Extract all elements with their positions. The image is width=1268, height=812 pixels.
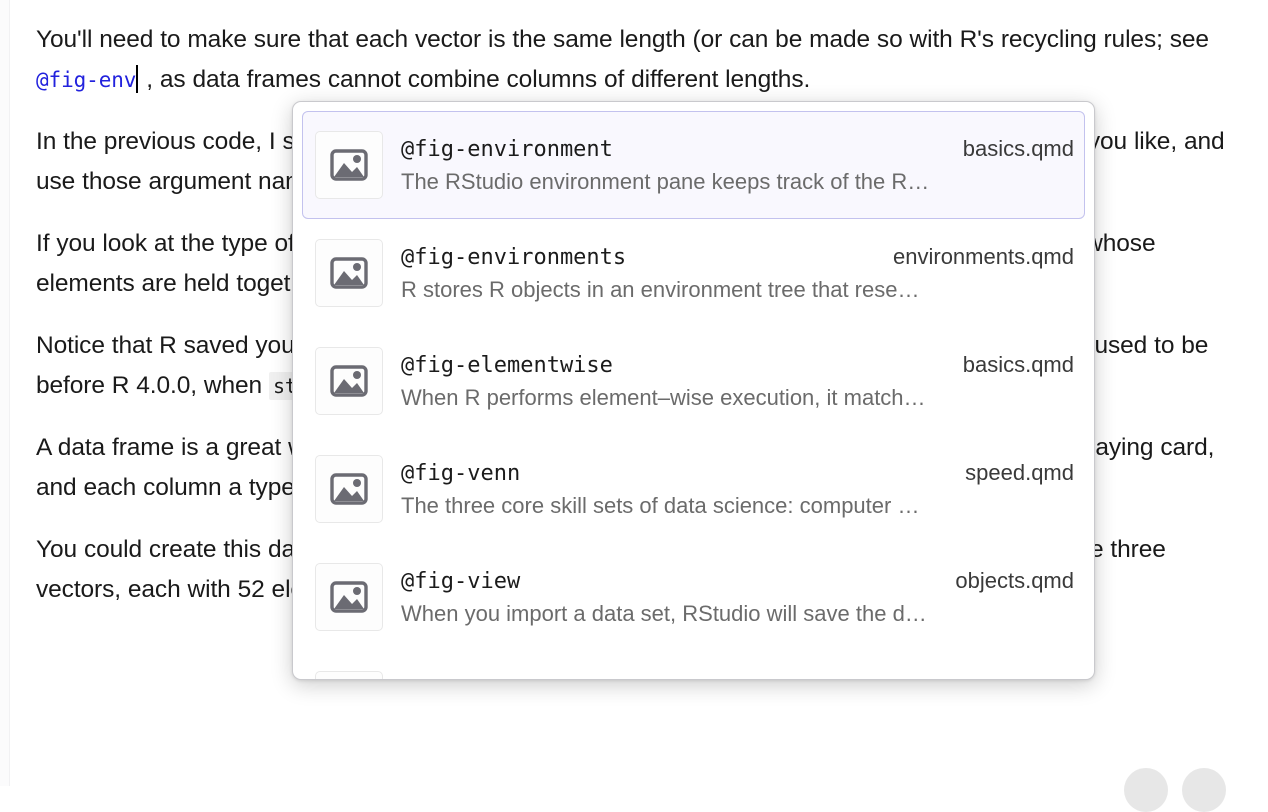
xref-thumbnail <box>315 455 383 523</box>
xref-item-description: The three core skill sets of data scienc… <box>401 492 920 518</box>
xref-thumbnail <box>315 131 383 199</box>
text-cursor <box>136 65 139 93</box>
xref-item-header: @fig-environments environments.qmd <box>401 244 1074 270</box>
cross-reference-token[interactable]: @fig-env <box>36 68 137 92</box>
xref-thumbnail <box>315 563 383 631</box>
xref-item-header: @fig-environment basics.qmd <box>401 136 1074 162</box>
xref-item-id: @fig-environment <box>401 136 613 162</box>
xref-item-id: @fig-venn <box>401 460 521 486</box>
xref-item-file: basics.qmd <box>962 351 1074 377</box>
xref-item-description: The RStudio environment pane keeps track… <box>401 168 930 194</box>
image-placeholder-icon <box>330 473 368 505</box>
xref-item-file: objects.qmd <box>955 567 1074 593</box>
image-placeholder-icon <box>330 257 368 289</box>
xref-item-header: @fig-view objects.qmd <box>401 568 1074 594</box>
paragraph-text: , as data frames cannot combine columns … <box>139 66 811 93</box>
document-surface: You'll need to make sure that each vecto… <box>0 0 1232 812</box>
xref-item-file: speed.qmd <box>965 459 1074 485</box>
xref-item-description: R stores R objects in an environment tre… <box>401 276 920 302</box>
xref-suggestion-item[interactable]: @fig-environments environments.qmd R store… <box>302 219 1085 327</box>
xref-thumbnail <box>315 239 383 307</box>
xref-item-id: @fig-view <box>401 568 521 594</box>
xref-item-id: @fig-environments <box>401 244 627 270</box>
xref-item-description: When you import a data set, RStudio will… <box>401 600 927 626</box>
floating-action-button-left[interactable] <box>1124 768 1168 812</box>
xref-item-header: @fig-elementwise basics.qmd <box>401 352 1074 378</box>
xref-thumbnail <box>315 347 383 415</box>
floating-action-button-right[interactable] <box>1182 768 1226 812</box>
xref-item-id: @fig-elementwise <box>401 352 613 378</box>
paragraph-1[interactable]: You'll need to make sure that each vecto… <box>36 20 1232 100</box>
editor-gutter-rail <box>0 0 10 786</box>
image-placeholder-icon <box>330 149 368 181</box>
xref-item-description: When R performs element–wise execution, … <box>401 384 926 410</box>
image-placeholder-icon <box>330 581 368 613</box>
xref-item-texts: @fig-environments environments.qmd R store… <box>401 244 1074 303</box>
paragraph-text: You'll need to make sure that each vecto… <box>36 26 1216 53</box>
xref-item-file: basics.qmd <box>962 135 1074 161</box>
xref-item-header: @fig-venn speed.qmd <box>401 460 1074 486</box>
xref-item-file: environments.qmd <box>893 243 1074 269</box>
image-placeholder-icon <box>330 365 368 397</box>
xref-suggestion-item[interactable] <box>302 651 1085 679</box>
xref-thumbnail <box>315 671 383 679</box>
